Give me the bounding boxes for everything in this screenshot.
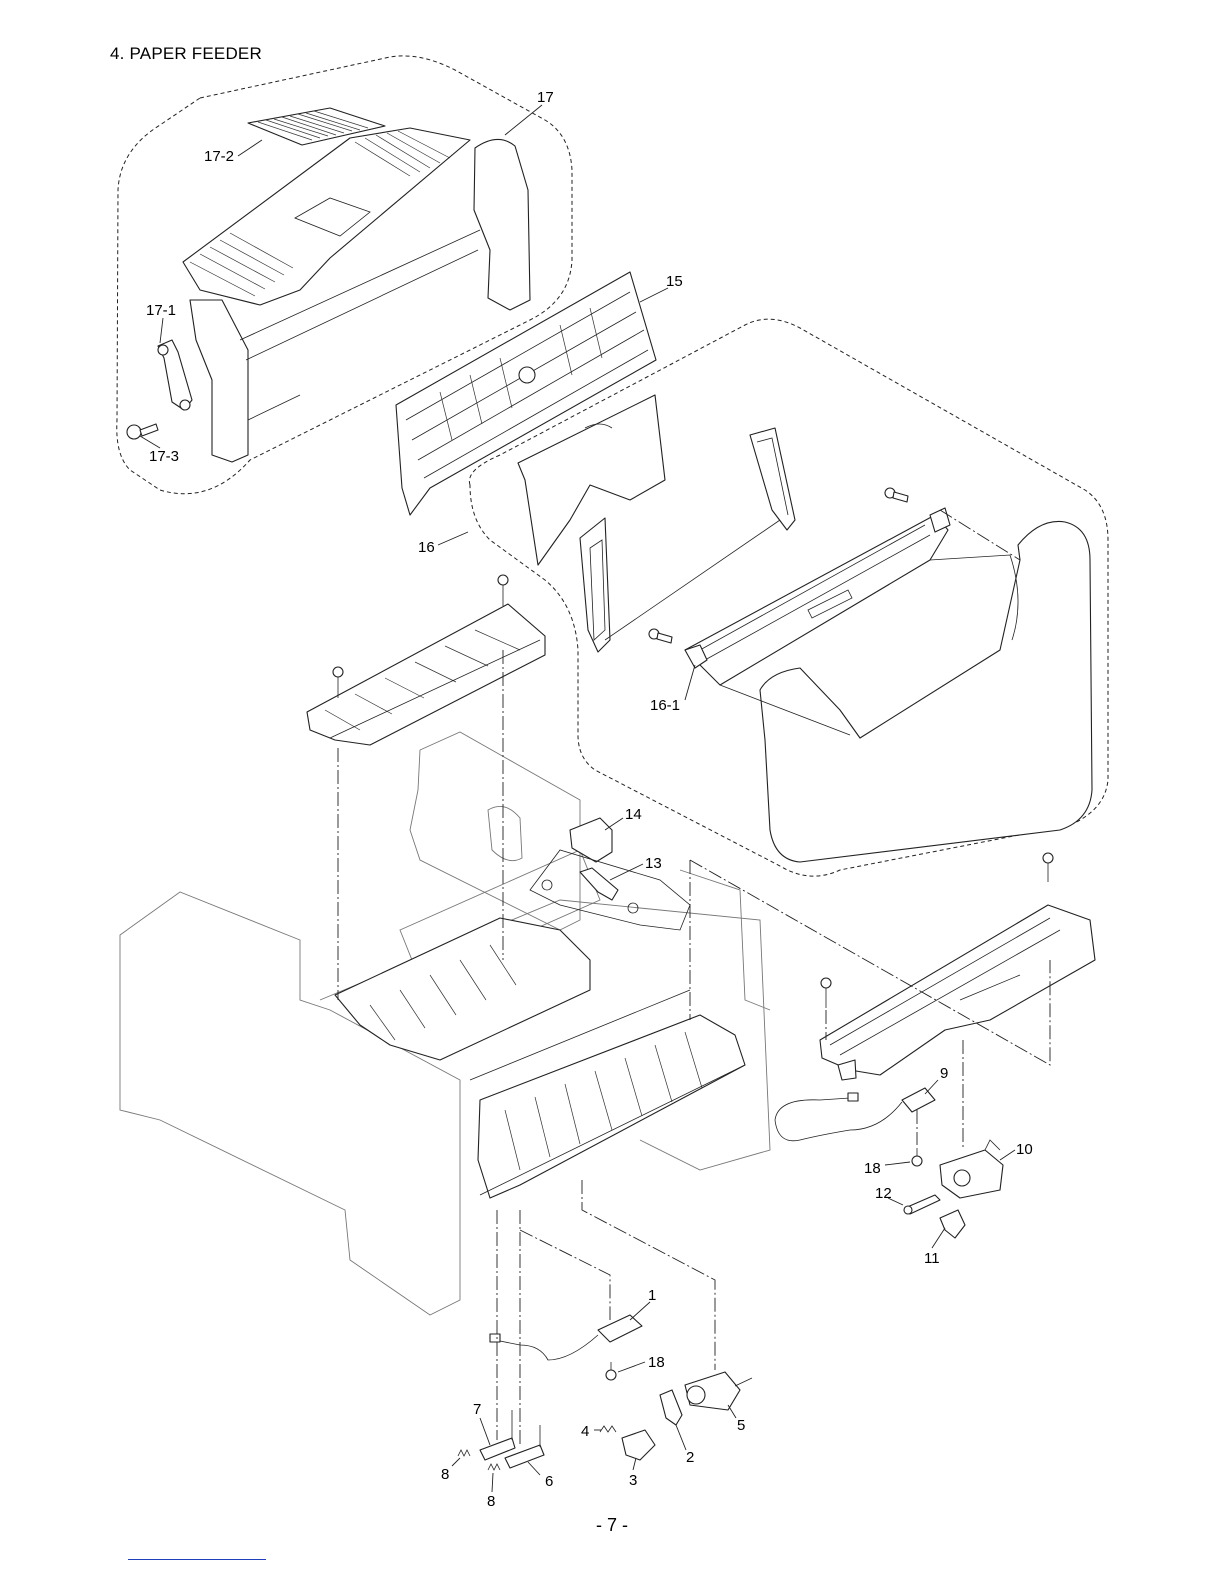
- part-2-clutch-lever: [660, 1390, 682, 1425]
- callout-17-2: 17-2: [204, 148, 234, 165]
- part-17-1-link-arm: [158, 340, 192, 410]
- part-17-3-screw: [127, 424, 158, 439]
- part-9-sensor: [775, 1088, 935, 1141]
- callout-18-upper: 18: [864, 1160, 881, 1177]
- callout-2: 2: [686, 1449, 694, 1466]
- callout-3: 3: [629, 1472, 637, 1489]
- callout-12: 12: [875, 1185, 892, 1202]
- callout-10: 10: [1016, 1141, 1033, 1158]
- part-3-holder: [622, 1430, 655, 1460]
- callout-8-lower: 8: [487, 1493, 495, 1510]
- callout-13: 13: [645, 855, 662, 872]
- part-1-sensor: [490, 1315, 642, 1360]
- part-18-screws: [606, 1148, 922, 1380]
- callout-9: 9: [940, 1065, 948, 1082]
- part-14-bracket: [570, 818, 612, 862]
- part-11-cam: [940, 1210, 965, 1238]
- callout-11: 11: [924, 1250, 940, 1267]
- right-side-guide: [820, 853, 1095, 1080]
- callout-5: 5: [737, 1417, 745, 1434]
- part-10-roller-holder: [940, 1140, 1003, 1198]
- page-number: - 7 -: [0, 1515, 1224, 1536]
- callout-16: 16: [418, 539, 435, 556]
- part-12-shaft: [904, 1195, 940, 1214]
- callout-17: 17: [537, 89, 554, 106]
- feed-chute: [335, 918, 745, 1198]
- callout-18-lower: 18: [648, 1354, 665, 1371]
- callout-4: 4: [581, 1423, 589, 1440]
- callout-17-1: 17-1: [146, 302, 176, 319]
- part-4-spring: [600, 1426, 616, 1432]
- callout-15: 15: [666, 273, 683, 290]
- callout-17-3: 17-3: [149, 448, 179, 465]
- callout-14: 14: [625, 806, 642, 823]
- callout-1: 1: [648, 1287, 656, 1304]
- upper-paper-guide: [307, 575, 545, 745]
- part-7-actuator: [480, 1410, 515, 1460]
- callout-16-1: 16-1: [650, 697, 680, 714]
- part-16-paper-tray: [518, 395, 1092, 862]
- footer-rule: [128, 1559, 266, 1560]
- callout-6: 6: [545, 1473, 553, 1490]
- part-5-pickup-roller: [685, 1372, 752, 1410]
- callout-7: 7: [473, 1401, 481, 1418]
- callout-8-left: 8: [441, 1466, 449, 1483]
